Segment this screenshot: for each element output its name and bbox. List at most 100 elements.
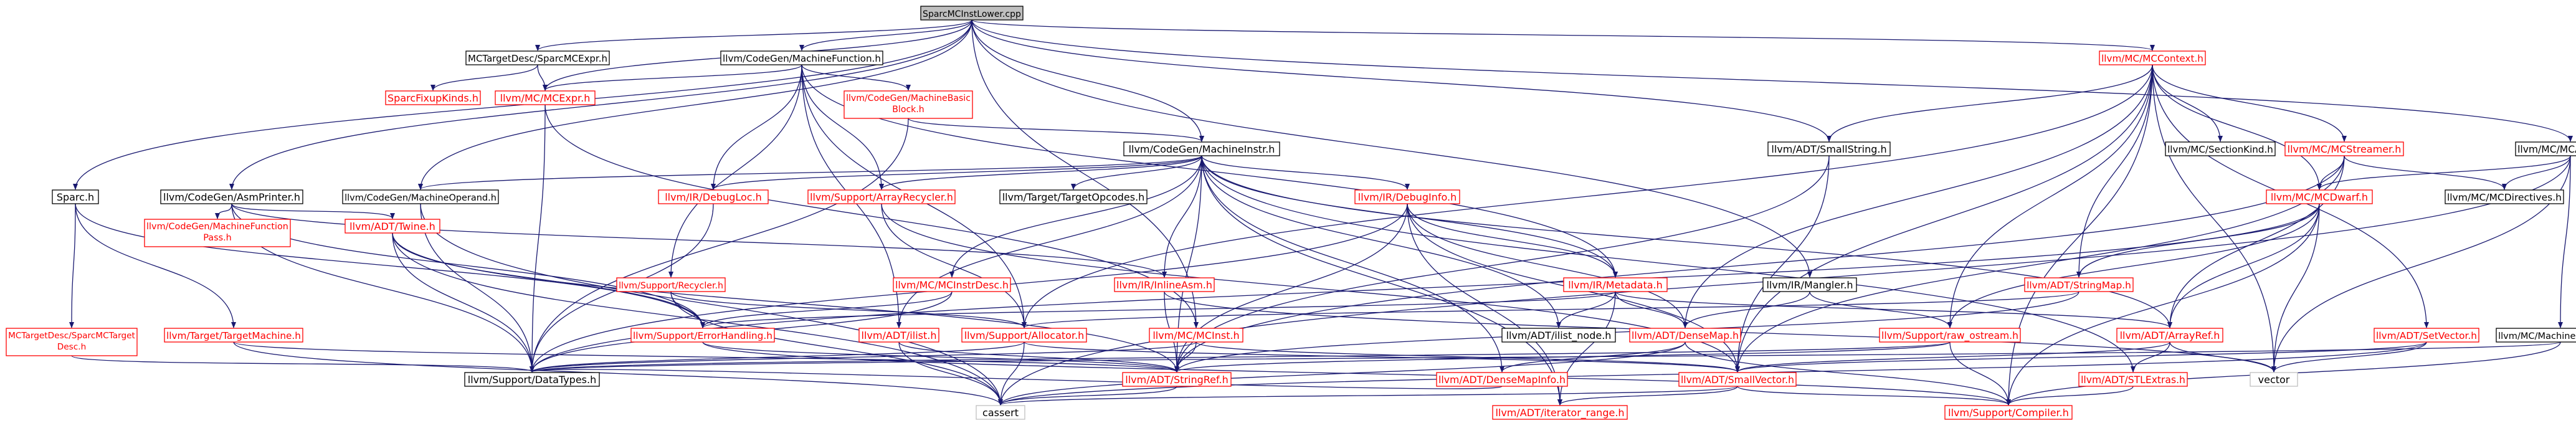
edge-adt_setvector-to-adt_smallvector: [1735, 341, 2427, 373]
node-ir_mangler[interactable]: llvm/IR/Mangler.h: [1762, 277, 1857, 292]
dependency-edges: [69, 19, 2573, 406]
node-box-codegen_machinefunctionpass: [144, 219, 291, 247]
node-box-mc_mcinst: [1149, 328, 1243, 343]
node-adt_stringref[interactable]: llvm/ADT/StringRef.h: [1122, 372, 1232, 387]
edge-mc_mccontext-to-mc_mcsectionkind: [2152, 64, 2223, 142]
node-label-ir_metadata: llvm/IR/Metadata.h: [1568, 279, 1663, 291]
edge-codegen_asmprinter-to-ir_inlineasm: [231, 203, 1167, 278]
node-support_raw_ostream[interactable]: llvm/Support/raw_ostream.h: [1879, 328, 2021, 343]
node-support_compiler[interactable]: llvm/Support/Compiler.h: [1944, 405, 2073, 420]
edge-codegen_machineinstr-to-adt_densemapinfo: [1201, 155, 1504, 373]
node-label-support_compiler: llvm/Support/Compiler.h: [1948, 407, 2069, 419]
edge-support_recycler-to-cassert: [670, 291, 1003, 406]
edge-ir_metadata-to-adt_arrayref: [1615, 291, 2172, 328]
edge-mc_mccontext-to-adt_smallstring: [1827, 64, 2153, 142]
node-box-mc_mcstreamer: [2284, 141, 2404, 156]
edge-mc_mccontext-to-vector: [2152, 64, 2276, 373]
edge-support_allocator-to-support_datatypes: [530, 341, 1025, 373]
edge-codegen_asmprinter-to-codegen_machinefunctionpass: [215, 203, 232, 219]
node-support_allocator[interactable]: llvm/Support/Allocator.h: [961, 328, 1087, 343]
node-codegen_machinefunction[interactable]: llvm/CodeGen/MachineFunction.h: [720, 50, 883, 65]
node-label-codegen_machineoperand: llvm/CodeGen/MachineOperand.h: [345, 193, 497, 203]
node-adt_densemapinfo[interactable]: llvm/ADT/DenseMapInfo.h: [1436, 372, 1568, 387]
edge-codegen_machinebasicblock-to-codegen_machineinstr: [908, 118, 1204, 142]
node-adt_smallstring[interactable]: llvm/ADT/SmallString.h: [1767, 141, 1891, 156]
node-label-adt_iterator_range: llvm/ADT/iterator_range.h: [1495, 407, 1624, 419]
node-target_targetopcodes[interactable]: llvm/Target/TargetOpcodes.h: [999, 189, 1148, 204]
node-sparcfixupkinds[interactable]: SparcFixupKinds.h: [385, 90, 481, 105]
node-mc_mcinstrdesc[interactable]: llvm/MC/MCInstrDesc.h: [893, 277, 1011, 292]
node-mc_mcdwarf[interactable]: llvm/MC/MCDwarf.h: [2266, 189, 2373, 204]
node-adt_stringmap[interactable]: llvm/ADT/StringMap.h: [2024, 277, 2134, 292]
node-label-adt_arrayref: llvm/ADT/ArrayRef.h: [2120, 330, 2220, 341]
node-box-support_allocator: [961, 328, 1087, 343]
edge-sparc_h-to-support_errorhandling: [75, 203, 705, 328]
node-ir_inlineasm[interactable]: llvm/IR/InlineAsm.h: [1114, 277, 1215, 292]
node-adt_stlextras[interactable]: llvm/ADT/STLExtras.h: [2078, 372, 2188, 387]
node-mc_machinelocation[interactable]: llvm/MC/MachineLocation.h: [2496, 328, 2576, 343]
node-support_datatypes[interactable]: llvm/Support/DataTypes.h: [464, 372, 600, 387]
edge-codegen_machinebasicblock-to-support_datatypes: [530, 118, 909, 373]
edge-adt_smallvector-to-adt_iterator_range: [1557, 386, 1738, 406]
node-mc_mccontext[interactable]: llvm/MC/MCContext.h: [2099, 50, 2206, 65]
node-target_targetmachine[interactable]: llvm/Target/TargetMachine.h: [164, 328, 303, 343]
node-mc_mcasminfo[interactable]: llvm/MC/MCAsmInfo.h: [2515, 141, 2576, 156]
node-support_arrayrecycler[interactable]: llvm/Support/ArrayRecycler.h: [807, 189, 956, 204]
node-label-codegen_asmprinter: llvm/CodeGen/AsmPrinter.h: [163, 191, 300, 203]
edge-ir_mangler-to-support_raw_ostream: [1809, 291, 1952, 328]
node-codegen_machineoperand[interactable]: llvm/CodeGen/MachineOperand.h: [342, 189, 499, 204]
edge-support_errorhandling-to-adt_stringref: [702, 341, 1179, 373]
edge-root-to-codegen_machineinstr: [971, 19, 1204, 142]
node-support_errorhandling[interactable]: llvm/Support/ErrorHandling.h: [630, 328, 775, 343]
node-codegen_machineinstr[interactable]: llvm/CodeGen/MachineInstr.h: [1123, 141, 1280, 156]
node-adt_setvector[interactable]: llvm/ADT/SetVector.h: [2374, 328, 2479, 343]
node-box-support_arrayrecycler: [807, 189, 956, 204]
edge-mc_mcasminfo-to-mc_mcdirectives: [2502, 155, 2571, 190]
node-box-adt_iterator_range: [1492, 405, 1628, 420]
edge-adt_densemapinfo-to-support_datatypes: [530, 366, 1503, 389]
node-support_recycler[interactable]: llvm/Support/Recycler.h: [616, 277, 726, 292]
node-mc_mcstreamer[interactable]: llvm/MC/MCStreamer.h: [2284, 141, 2404, 156]
edge-root-to-codegen_machinefunction: [799, 19, 972, 51]
edge-mc_mcdwarf-to-support_compiler: [2006, 203, 2320, 406]
edge-mc_mccontext-to-adt_densemap: [1683, 64, 2153, 328]
edge-codegen_machineinstr-to-ir_debugloc: [711, 155, 1202, 190]
edge-adt_smallvector-to-cassert: [998, 386, 1738, 406]
edge-mc_mccontext-to-adt_smallvector: [1735, 64, 2153, 373]
node-ir_debugloc[interactable]: llvm/IR/DebugLoc.h: [658, 189, 769, 204]
node-label-adt_densemap: llvm/ADT/DenseMap.h: [1632, 330, 1739, 341]
node-adt_densemap[interactable]: llvm/ADT/DenseMap.h: [1629, 328, 1741, 343]
node-mc_mcsectionkind[interactable]: llvm/MC/SectionKind.h: [2165, 141, 2276, 156]
node-box-codegen_asmprinter: [160, 189, 303, 204]
node-adt_ilist_node[interactable]: llvm/ADT/ilist_node.h: [1501, 328, 1616, 343]
edge-codegen_machinefunction-to-codegen_machinebasicblock: [801, 64, 911, 91]
node-box-ir_debuginfo: [1354, 189, 1460, 204]
node-box-target_targetopcodes: [999, 189, 1148, 204]
node-box-mc_mcdirectives: [2445, 189, 2564, 204]
node-mc_mcexpr[interactable]: llvm/MC/MCExpr.h: [495, 90, 596, 105]
node-mc_mcinst[interactable]: llvm/MC/MCInst.h: [1149, 328, 1243, 343]
node-adt_twine[interactable]: llvm/ADT/Twine.h: [345, 219, 440, 234]
edge-ir_mangler-to-adt_densemap: [1683, 291, 1810, 328]
node-codegen_asmprinter[interactable]: llvm/CodeGen/AsmPrinter.h: [160, 189, 303, 204]
node-adt_arrayref[interactable]: llvm/ADT/ArrayRef.h: [2116, 328, 2223, 343]
edge-codegen_asmprinter-to-adt_twine: [231, 203, 395, 219]
node-adt_iterator_range[interactable]: llvm/ADT/iterator_range.h: [1492, 405, 1628, 420]
node-ir_metadata[interactable]: llvm/IR/Metadata.h: [1563, 277, 1668, 292]
node-root[interactable]: SparcMCInstLower.cpp: [920, 6, 1024, 21]
node-mc_mcdirectives[interactable]: llvm/MC/MCDirectives.h: [2445, 189, 2564, 204]
edge-adt_twine-to-support_errorhandling: [392, 232, 705, 328]
edge-target_targetmachine-to-cassert: [233, 341, 1003, 406]
node-ir_debuginfo[interactable]: llvm/IR/DebugInfo.h: [1354, 189, 1460, 204]
node-adt_smallvector[interactable]: llvm/ADT/SmallVector.h: [1678, 372, 1797, 387]
node-box-vector: [2250, 372, 2298, 387]
node-adt_ilist[interactable]: llvm/ADT/ilist.h: [858, 328, 939, 343]
node-mctargetdesc_sparcmcexpr[interactable]: MCTargetDesc/SparcMCExpr.h: [465, 50, 610, 65]
node-box-sparc_h: [52, 189, 99, 204]
node-sparc_h[interactable]: Sparc.h: [52, 189, 99, 204]
edge-mc_mcasminfo-to-mc_machinelocation: [2558, 155, 2571, 328]
edge-ir_debuginfo-to-ir_metadata: [1407, 203, 1618, 278]
